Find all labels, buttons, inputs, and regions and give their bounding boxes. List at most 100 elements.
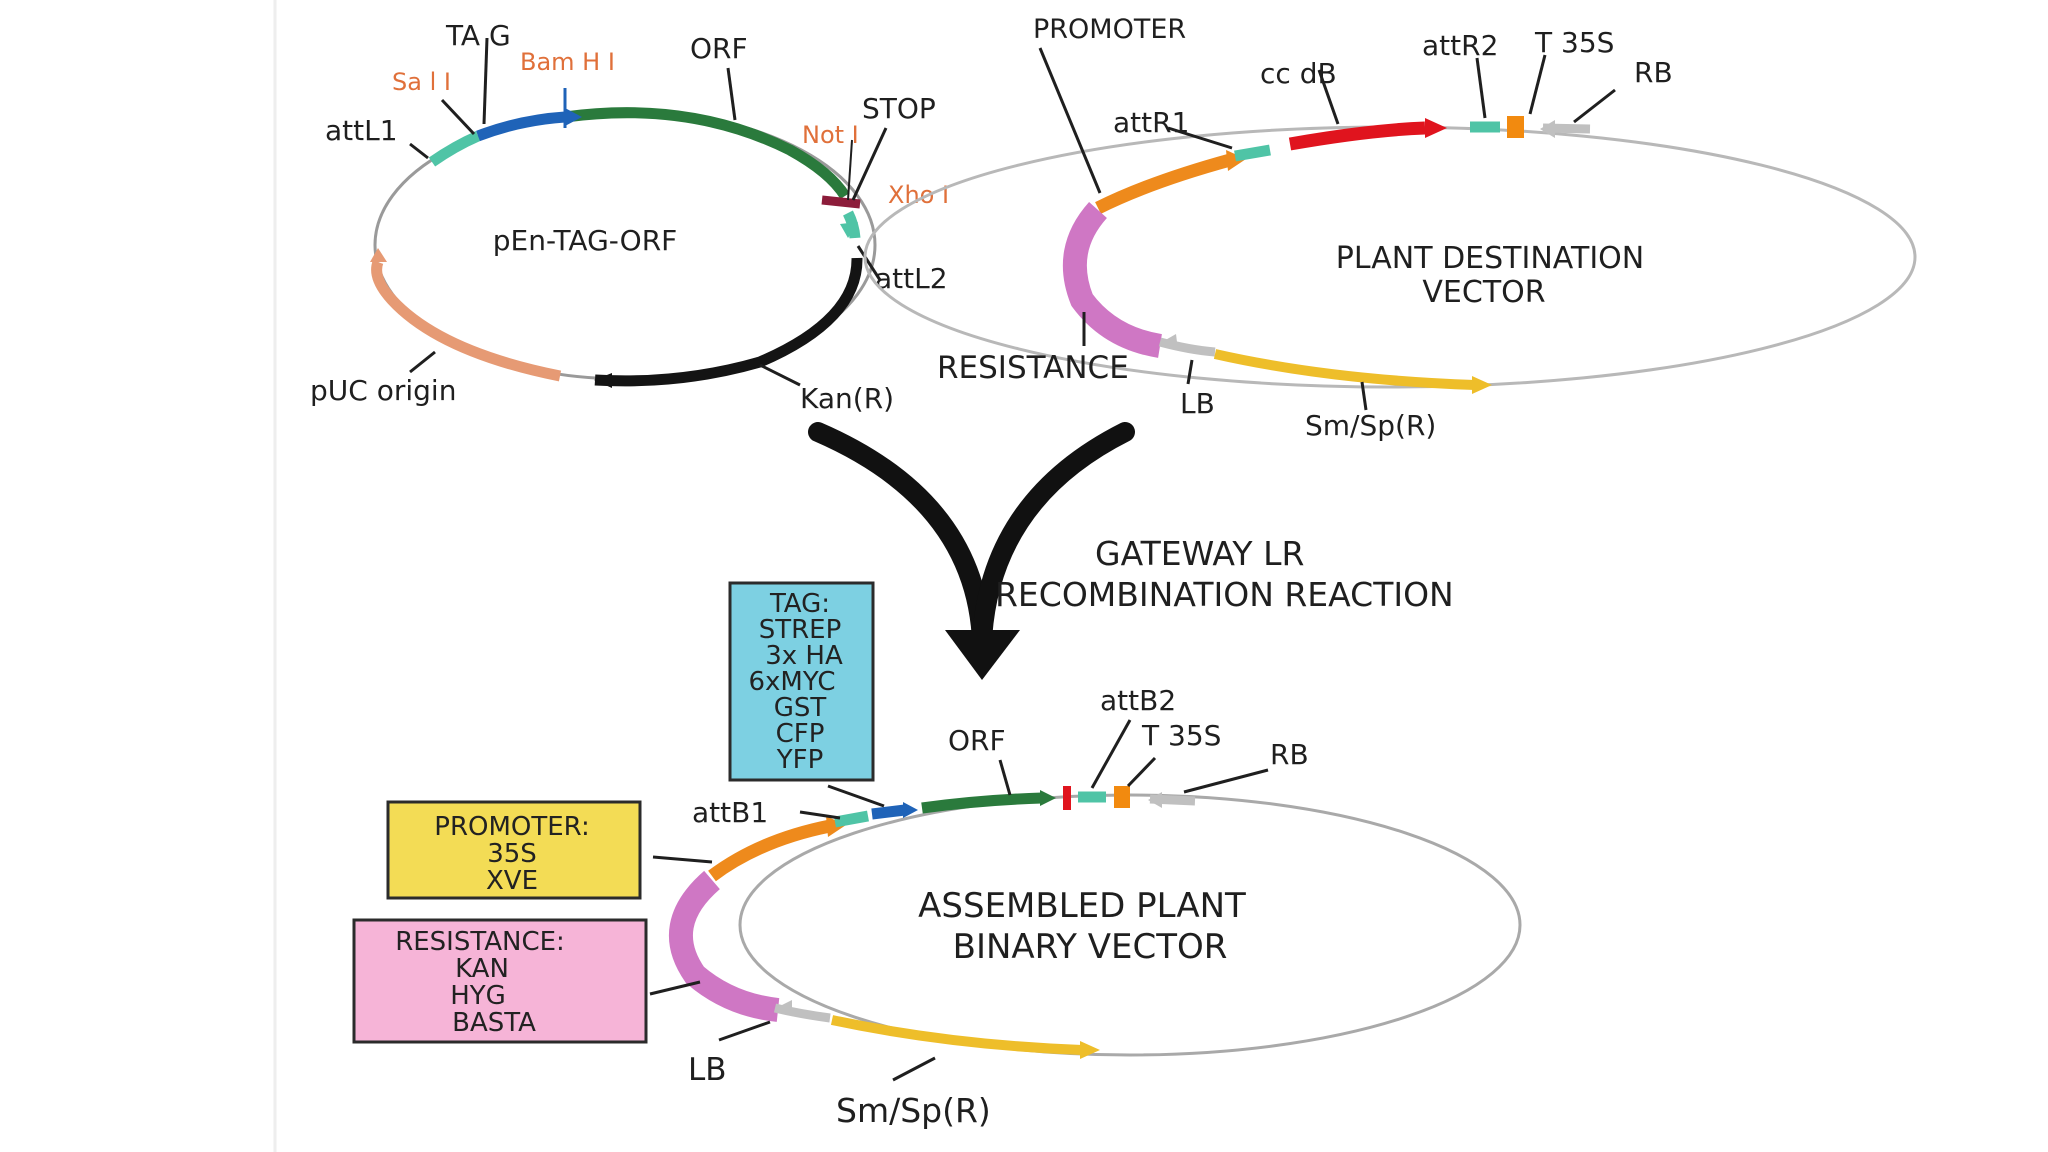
- dest-t35s-label: T 35S: [1534, 26, 1614, 59]
- dest-rb-leader: [1573, 88, 1616, 124]
- orf-leader: [726, 67, 737, 121]
- resistance-box-line: BASTA: [452, 1008, 536, 1038]
- asm-orf-leader: [998, 759, 1012, 796]
- dest-smsp-leader: [1360, 381, 1368, 411]
- puc-segment: [371, 260, 562, 382]
- noti-leader: [847, 139, 853, 201]
- attl2-label: attL2: [875, 262, 948, 295]
- dest-promoter-label: PROMOTER: [1033, 14, 1186, 45]
- asm-orf-arrowhead: [1040, 790, 1056, 806]
- attb1-segment: [834, 810, 869, 828]
- attb2-leader: [1090, 719, 1132, 789]
- reaction-arrow: GATEWAY LR RECOMBINATION REACTION: [808, 422, 1454, 680]
- resistance-box-line: KAN: [455, 954, 509, 984]
- kan-label: Kan(R): [800, 382, 894, 415]
- assembled-vector: ASSEMBLED PLANT BINARY VECTOR ORF attB1 …: [649, 684, 1522, 1130]
- puc-arrowhead: [370, 248, 387, 262]
- entry-vector-name: pEn-TAG-ORF: [493, 224, 678, 257]
- reaction-arrow-right-arm: [972, 422, 1135, 650]
- reaction-arrowhead: [945, 630, 1020, 680]
- asm-orf-label: ORF: [948, 724, 1006, 757]
- asm-vector-name-line2: BINARY VECTOR: [953, 927, 1228, 967]
- asm-rb-leader: [1183, 768, 1269, 794]
- ccdb-segment: [1288, 121, 1426, 151]
- dest-lb-leader: [1186, 359, 1194, 385]
- asm-smsp-label: Sm/Sp(R): [836, 1091, 991, 1130]
- kan-arrowhead: [594, 373, 612, 388]
- ccdb-label: cc dB: [1260, 57, 1337, 90]
- dest-lb-arrowhead: [1162, 334, 1178, 350]
- stop-label: STOP: [862, 92, 936, 125]
- asm-stop-mark: [1063, 786, 1071, 810]
- attb1-leader: [799, 810, 841, 820]
- tag-arrowhead: [565, 108, 582, 126]
- promoter-box-line: 35S: [487, 839, 537, 869]
- attb2-label: attB2: [1100, 684, 1176, 717]
- asm-t35s-block: [1114, 786, 1130, 808]
- attl2-arrowhead: [840, 222, 858, 238]
- orf-label: ORF: [690, 32, 748, 65]
- asm-rb-arrowhead: [1148, 792, 1162, 808]
- kan-leader: [759, 363, 801, 387]
- dest-smsp-arrowhead: [1472, 376, 1492, 394]
- resistance-box: RESISTANCE: KAN HYG BASTA: [352, 918, 648, 1044]
- asm-lb-label: LB: [688, 1052, 727, 1088]
- dest-smsp-segment: [1213, 349, 1476, 390]
- attr1-label: attR1: [1113, 106, 1189, 139]
- sali-label: Sa l I: [392, 68, 451, 96]
- orf-segment: [564, 107, 850, 200]
- asm-tag-arrowhead: [903, 802, 918, 818]
- tag-box-line: GST: [774, 693, 827, 723]
- attr1-segment: [1234, 144, 1271, 162]
- attl2-leader: [856, 245, 882, 281]
- promoter-box-frame: [386, 800, 642, 900]
- tag-box-frame: [728, 581, 875, 782]
- dest-lb-label: LB: [1180, 387, 1215, 420]
- asm-lb-arrowhead: [776, 1000, 792, 1016]
- tag-box: TAG: STREP 3x HA 6xMYC GST CFP YFP: [728, 581, 875, 782]
- reaction-label-line2: RECOMBINATION REACTION: [995, 575, 1454, 614]
- promoter-box-leader: [652, 855, 713, 864]
- attl1-leader: [409, 142, 429, 160]
- dest-resistance-label: RESISTANCE: [937, 350, 1129, 386]
- asm-orf-segment: [921, 792, 1043, 814]
- asm-resistance-segment: [669, 870, 780, 1022]
- asm-rb-label: RB: [1270, 738, 1309, 771]
- tag-segment: [476, 111, 566, 142]
- dest-smsp-label: Sm/Sp(R): [1305, 409, 1436, 442]
- dest-rb-arrowhead: [1540, 120, 1555, 138]
- dest-promoter-leader: [1038, 47, 1102, 194]
- asm-smsp-leader: [892, 1056, 936, 1082]
- ccdb-arrowhead: [1425, 118, 1447, 138]
- reaction-label-line1: GATEWAY LR: [1095, 534, 1304, 573]
- dest-promoter-segment: [1095, 153, 1232, 214]
- noti-label: Not I: [802, 121, 859, 149]
- stop-leader: [851, 127, 888, 201]
- attl1-segment: [428, 130, 481, 167]
- promoter-box-line: PROMOTER:: [434, 812, 589, 842]
- dest-resistance-segment: [1062, 201, 1163, 358]
- resistance-box-line: RESISTANCE:: [395, 927, 565, 957]
- asm-promoter-segment: [708, 819, 832, 882]
- asm-smsp-segment: [830, 1015, 1083, 1055]
- asm-tag-segment: [871, 804, 906, 820]
- ccdb-leader: [1317, 69, 1340, 125]
- tag-box-line: 6xMYC: [749, 667, 836, 697]
- asm-smsp-arrowhead: [1080, 1041, 1100, 1059]
- puc-leader: [409, 350, 436, 374]
- tag-box-line: YFP: [776, 745, 824, 775]
- dest-t35s-block: [1507, 116, 1524, 138]
- attr1-leader: [1167, 126, 1233, 150]
- tag-box-line: STREP: [759, 615, 842, 645]
- kan-segment: [594, 257, 863, 387]
- asm-t35s-leader: [1126, 756, 1157, 788]
- tag-label: TA G: [445, 19, 511, 52]
- resistance-box-leader: [649, 980, 701, 996]
- attr2-label: attR2: [1422, 29, 1498, 62]
- asm-t35s-label: T 35S: [1141, 719, 1221, 752]
- resistance-box-line: HYG: [450, 981, 506, 1011]
- attl1-label: attL1: [325, 114, 398, 147]
- dest-t35s-leader: [1528, 54, 1547, 115]
- xhoi-label: Xho I: [888, 181, 949, 209]
- asm-vector-name-line1: ASSEMBLED PLANT: [918, 886, 1246, 926]
